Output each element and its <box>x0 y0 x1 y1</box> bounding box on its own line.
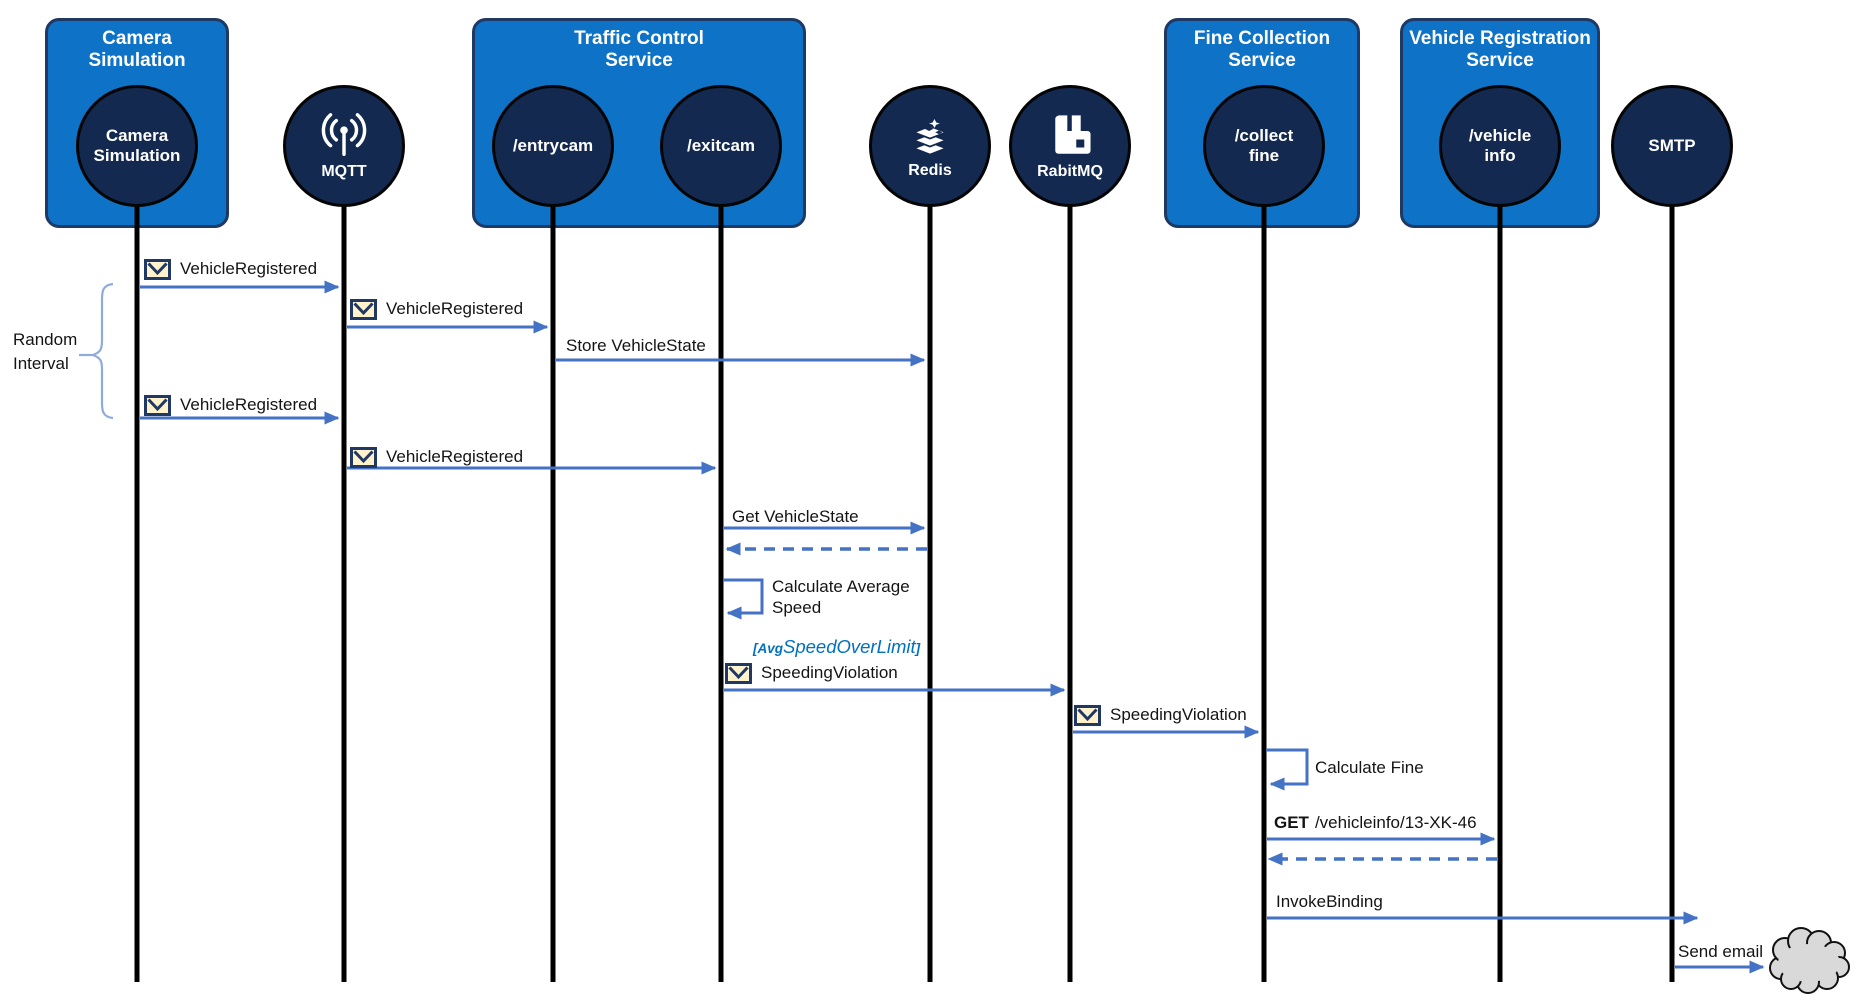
message-text: Calculate Fine <box>1315 758 1424 777</box>
service-box-title: Camera Simulation <box>88 28 186 71</box>
message-label-store-vehiclestate: Store VehicleState <box>566 335 706 357</box>
participant-circle-rabitmq: RabitMQ <box>1009 85 1131 207</box>
message-text: VehicleRegistered <box>386 447 524 466</box>
participant-circle-smtp: SMTP <box>1611 85 1733 207</box>
envelope-icon <box>725 662 752 684</box>
service-box-title: Traffic Control Service <box>574 28 704 71</box>
participant-label: Redis <box>908 162 952 180</box>
message-text: Get VehicleState <box>732 507 859 526</box>
lifeline-camera-simulation <box>134 204 140 982</box>
random-interval-brace <box>79 282 114 420</box>
participant-label: /entrycam <box>512 135 594 155</box>
service-box-title: Fine Collection Service <box>1193 28 1331 71</box>
envelope-icon <box>144 394 171 416</box>
guard-main: SpeedOverLimit <box>783 636 916 657</box>
guard-prefix: [Avg <box>753 641 783 656</box>
http-path: /vehicleinfo/13-XK-46 <box>1314 813 1477 832</box>
message-label-get-vehicleinfo: GET/vehicleinfo/13-XK-46 <box>1274 812 1477 834</box>
participant-circle-entrycam: /entrycam <box>492 85 614 207</box>
self-loop-calculate-fine <box>1266 748 1309 791</box>
message-text: Send email <box>1678 942 1764 961</box>
participant-circle-exitcam: /exitcam <box>660 85 782 207</box>
message-label-vehicleregistered-1: VehicleRegistered <box>144 258 317 280</box>
lifeline-smtp <box>1669 204 1675 982</box>
message-label-vehicleregistered-3: VehicleRegistered <box>144 394 317 416</box>
envelope-icon <box>1074 704 1101 726</box>
message-text: SpeedingViolation <box>761 663 898 682</box>
lifeline-redis <box>927 204 933 982</box>
message-label-speedingviolation-2: SpeedingViolation <box>1074 704 1247 726</box>
rabbitmq-icon <box>1055 115 1091 155</box>
envelope-icon <box>144 258 171 280</box>
message-label-vehicleregistered-2: VehicleRegistered <box>350 298 523 320</box>
random-interval-label: Random Interval <box>13 330 78 373</box>
participant-label: /exitcam <box>686 135 756 155</box>
message-label-send-email: Send email <box>1678 941 1763 963</box>
message-text: InvokeBinding <box>1276 892 1383 911</box>
service-box-title: Vehicle Registration Service <box>1409 28 1591 71</box>
message-label-vehicleregistered-4: VehicleRegistered <box>350 446 523 468</box>
http-method: GET <box>1274 813 1309 832</box>
envelope-icon <box>350 446 377 468</box>
participant-circle-mqtt: MQTT <box>283 85 405 207</box>
participant-label: /collect fine <box>1234 125 1294 165</box>
participant-label: SMTP <box>1648 135 1696 155</box>
participant-label: Camera Simulation <box>93 125 181 165</box>
message-text: VehicleRegistered <box>180 395 318 414</box>
self-loop-calculate-average-speed <box>723 578 764 620</box>
envelope-icon <box>350 298 377 320</box>
participant-label: RabitMQ <box>1037 163 1103 181</box>
guard-suffix: ] <box>915 641 921 656</box>
redis-icon <box>911 119 949 156</box>
lifeline-collectfine <box>1261 204 1267 982</box>
message-text: Store VehicleState <box>566 336 706 355</box>
guard-avgspeedoverlimit: [AvgSpeedOverLimit] <box>753 636 920 658</box>
lifeline-exitcam <box>718 204 724 982</box>
message-text: VehicleRegistered <box>386 299 524 318</box>
lifeline-rabitmq <box>1067 204 1073 982</box>
message-label-speedingviolation-1: SpeedingViolation <box>725 662 898 684</box>
lifeline-vehicleinfo <box>1497 204 1503 982</box>
mqtt-broadcast-icon <box>321 113 367 157</box>
lifelines <box>134 204 1675 982</box>
participant-label: MQTT <box>321 163 367 181</box>
message-text: SpeedingViolation <box>1110 705 1247 724</box>
cloud-icon <box>1769 927 1850 994</box>
participant-circle-redis: Redis <box>869 85 991 207</box>
participant-circle-camera-simulation: Camera Simulation <box>76 85 198 207</box>
message-label-calculate-average-speed: Calculate Average Speed <box>772 576 937 618</box>
message-text: VehicleRegistered <box>180 259 318 278</box>
message-label-get-vehiclestate: Get VehicleState <box>732 506 859 528</box>
message-arrows <box>140 280 1765 974</box>
participant-circle-collectfine: /collect fine <box>1203 85 1325 207</box>
message-text: Calculate Average Speed <box>772 577 910 617</box>
message-label-invokebinding: InvokeBinding <box>1276 891 1383 913</box>
lifeline-entrycam <box>550 204 556 982</box>
participant-circle-vehicleinfo: /vehicle info <box>1439 85 1561 207</box>
lifeline-mqtt <box>341 204 347 982</box>
message-label-calculate-fine: Calculate Fine <box>1315 757 1424 779</box>
participant-label: /vehicle info <box>1468 125 1532 165</box>
